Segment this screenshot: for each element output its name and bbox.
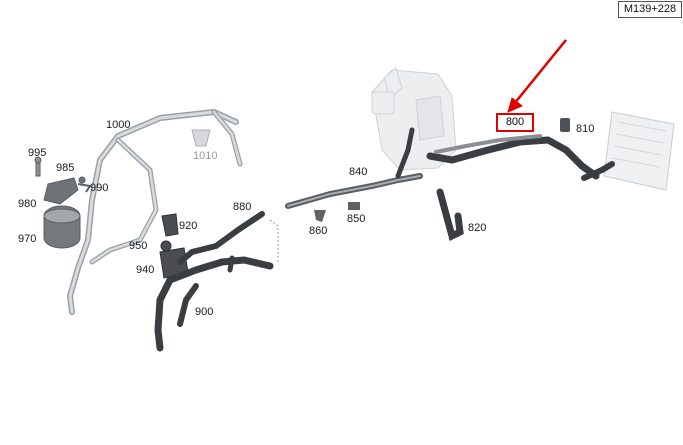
highlighted-part-label[interactable]: 800 (496, 113, 534, 132)
callout-990[interactable]: 990 (90, 182, 109, 194)
hose-1000[interactable] (67, 109, 243, 315)
highlight-arrow (507, 39, 567, 113)
clips-860-850 (314, 202, 360, 222)
callout-1000[interactable]: 1000 (106, 119, 131, 131)
callout-950[interactable]: 950 (129, 240, 148, 252)
reference-code-box: M139+228 (618, 1, 682, 18)
hose-880-900[interactable] (154, 211, 274, 352)
callout-860[interactable]: 860 (309, 225, 328, 237)
callout-840[interactable]: 840 (349, 166, 368, 178)
callout-995[interactable]: 995 (28, 147, 47, 159)
callout-970[interactable]: 970 (18, 233, 37, 245)
leader-lines (269, 219, 279, 262)
hose-820[interactable] (436, 188, 464, 242)
ghost-heater-box (371, 67, 457, 171)
clip-810 (560, 118, 570, 132)
callout-900[interactable]: 900 (195, 306, 214, 318)
callout-940[interactable]: 940 (136, 264, 155, 276)
callout-1010[interactable]: 1010 (193, 150, 218, 162)
callout-880[interactable]: 880 (233, 201, 252, 213)
callout-810[interactable]: 810 (576, 123, 595, 135)
hose-840[interactable] (285, 127, 423, 209)
hose-800[interactable] (426, 134, 615, 181)
callout-920[interactable]: 920 (179, 220, 198, 232)
callout-980[interactable]: 980 (18, 198, 37, 210)
bracket-cluster-left (34, 156, 92, 249)
callout-985[interactable]: 985 (56, 162, 75, 174)
ghost-heat-exchanger (603, 111, 675, 191)
callout-820[interactable]: 820 (468, 222, 487, 234)
clip-1010 (191, 129, 211, 147)
callout-850[interactable]: 850 (347, 213, 366, 225)
